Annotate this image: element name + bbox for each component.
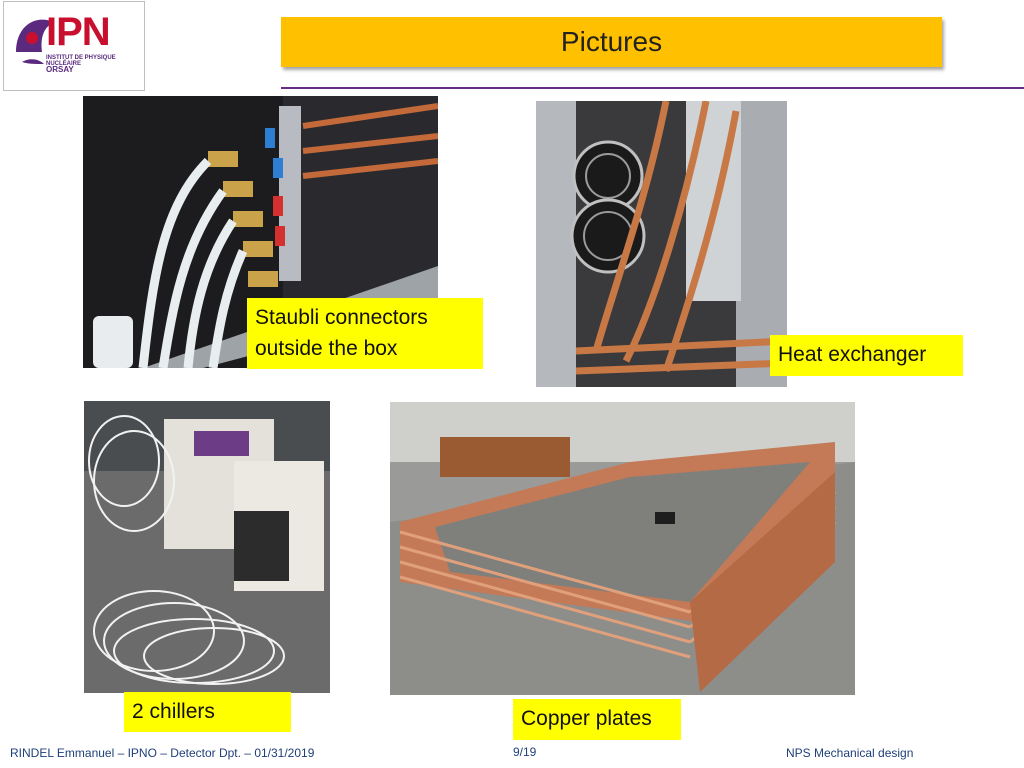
logo-subtitle: INSTITUT DE PHYSIQUE NUCLÉAIRE — [46, 55, 116, 67]
caption-staubli-connectors: Staubli connectors outside the box — [247, 298, 483, 369]
caption-chillers: 2 chillers — [124, 692, 291, 732]
slide-title-bar: Pictures — [281, 17, 942, 67]
title-divider — [281, 87, 1024, 89]
footer-project: NPS Mechanical design — [786, 746, 914, 760]
ipn-logo: IPN INSTITUT DE PHYSIQUE NUCLÉAIRE ORSAY — [3, 1, 145, 91]
logo-wordmark: IPN — [46, 10, 111, 54]
caption-staubli-line1: Staubli connectors — [255, 306, 428, 329]
caption-copper-plates: Copper plates — [513, 699, 681, 740]
caption-staubli-line2: outside the box — [255, 337, 398, 360]
photo-heat-exchanger — [536, 101, 787, 387]
logo-city: ORSAY — [46, 65, 74, 74]
footer-author: RINDEL Emmanuel – IPNO – Detector Dpt. –… — [10, 746, 315, 760]
caption-heat-exchanger: Heat exchanger — [770, 335, 963, 376]
photo-copper-plates — [390, 402, 855, 695]
slide-title: Pictures — [560, 26, 663, 57]
photo-chillers — [84, 401, 330, 693]
logo-swoosh-icon — [16, 19, 54, 64]
footer-page-number: 9/19 — [513, 745, 537, 759]
